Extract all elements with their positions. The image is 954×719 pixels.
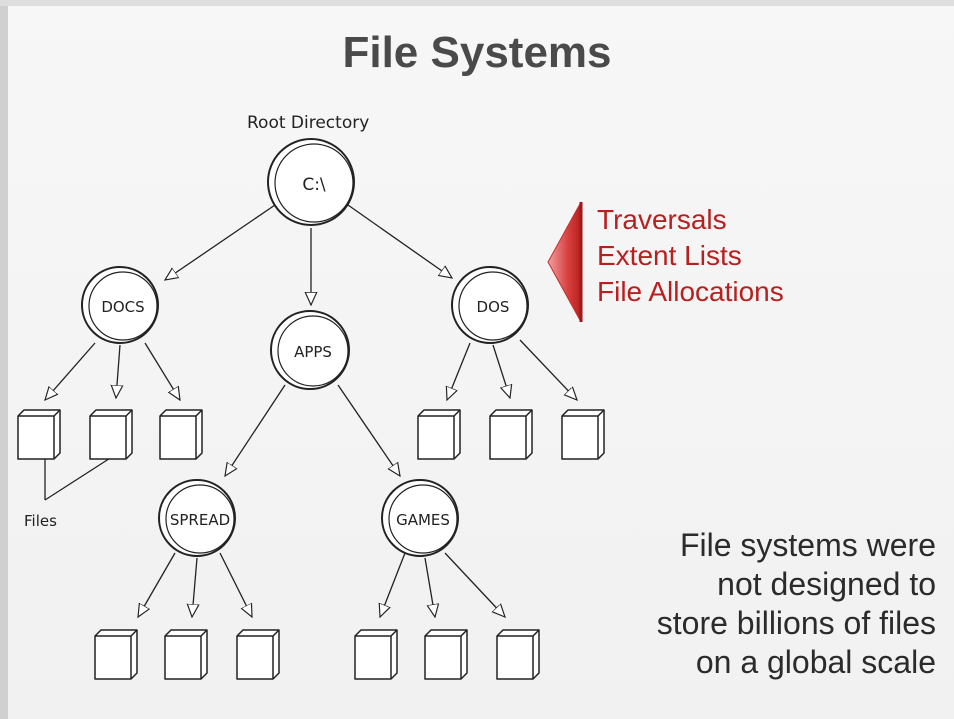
node-spread-label: SPREAD xyxy=(170,511,230,529)
callout-item-traversals: Traversals xyxy=(597,204,727,235)
file-cube xyxy=(489,409,533,460)
files-pointer-2 xyxy=(44,454,116,501)
edge-games-file-2 xyxy=(424,557,435,617)
edge-spread-file-1 xyxy=(138,552,176,617)
file-cube xyxy=(354,629,398,680)
file-cube xyxy=(159,409,203,460)
scale-note-line-4: on a global scale xyxy=(695,644,936,680)
root-directory-caption: Root Directory xyxy=(247,113,369,133)
node-root: C:\ xyxy=(267,138,355,226)
scale-note-line-1: File systems were xyxy=(679,527,936,563)
edge-dos-file-2 xyxy=(492,344,510,398)
node-root-label: C:\ xyxy=(302,175,326,195)
node-docs-label: DOCS xyxy=(101,298,144,316)
node-dos: DOS xyxy=(451,266,529,344)
scale-note-line-2: not designed to xyxy=(717,566,936,602)
file-cube xyxy=(417,409,461,460)
node-apps-label: APPS xyxy=(294,343,332,361)
edge-dos-file-3 xyxy=(519,339,577,400)
file-cube xyxy=(496,629,540,680)
node-games: GAMES xyxy=(381,479,459,557)
tree-edges xyxy=(44,204,577,617)
edge-root-docs xyxy=(165,204,276,280)
edge-docs-file-2 xyxy=(116,344,120,398)
callout-list: Traversals Extent Lists File Allocations xyxy=(597,202,784,310)
edge-dos-file-1 xyxy=(447,342,471,400)
file-cubes xyxy=(17,409,605,680)
file-cube xyxy=(424,629,468,680)
edge-root-dos xyxy=(347,204,452,278)
scale-note: File systems were not designed to store … xyxy=(536,526,936,682)
edge-docs-file-3 xyxy=(144,342,180,400)
edge-docs-file-1 xyxy=(45,342,96,400)
file-cube xyxy=(236,629,280,680)
file-cube xyxy=(89,409,133,460)
file-cube xyxy=(17,409,61,460)
edge-games-file-3 xyxy=(444,552,505,617)
node-spread: SPREAD xyxy=(158,479,236,557)
callout-item-extent-lists: Extent Lists xyxy=(597,240,742,271)
node-docs: DOCS xyxy=(81,266,159,344)
edge-apps-spread xyxy=(225,384,286,476)
scale-note-line-3: store billions of files xyxy=(656,605,936,641)
slide-title: File Systems xyxy=(342,28,612,77)
file-cube xyxy=(164,629,208,680)
file-cube xyxy=(94,629,138,680)
slide-top-border xyxy=(0,0,954,6)
node-apps: APPS xyxy=(270,310,350,390)
callout-bracket xyxy=(547,201,583,323)
edge-spread-file-3 xyxy=(219,552,252,617)
slide-left-border xyxy=(0,0,8,719)
node-games-label: GAMES xyxy=(396,511,450,529)
callout-item-file-allocations: File Allocations xyxy=(597,276,784,307)
edge-apps-games xyxy=(337,384,400,476)
edge-spread-file-2 xyxy=(192,557,197,617)
file-cube xyxy=(561,409,605,460)
edge-games-file-1 xyxy=(380,552,406,617)
node-dos-label: DOS xyxy=(477,298,510,316)
files-caption: Files xyxy=(24,512,57,530)
